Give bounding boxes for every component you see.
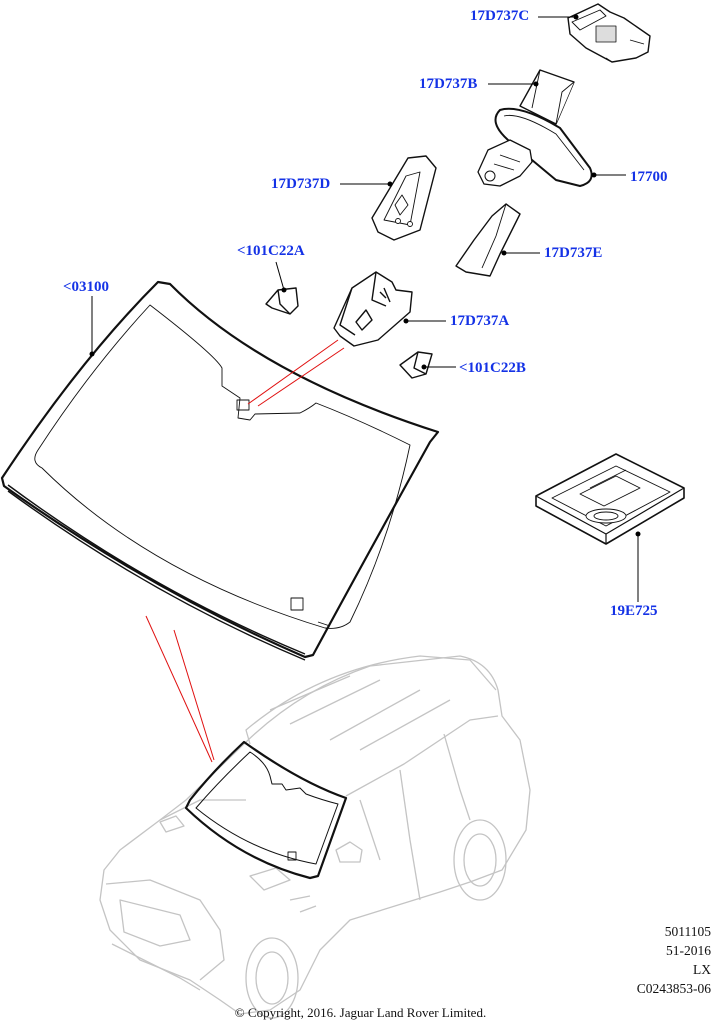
info-illustration-id: C0243853-06 xyxy=(636,981,711,996)
callout-101C22A[interactable]: <101C22A xyxy=(237,243,305,259)
callout-17D737E[interactable]: 17D737E xyxy=(544,245,603,261)
bracket-101C22B[interactable] xyxy=(399,351,433,379)
mirror-mount-17D737A[interactable] xyxy=(333,271,413,347)
callout-19E725[interactable]: 19E725 xyxy=(610,603,658,619)
zoom-lines xyxy=(145,339,345,763)
rear-view-mirror-17700[interactable] xyxy=(477,107,593,187)
vehicle-outline xyxy=(99,655,531,1019)
bracket-101C22A[interactable] xyxy=(265,287,299,315)
callout-17D737D[interactable]: 17D737D xyxy=(271,176,331,192)
info-code: 5011105 xyxy=(664,924,711,939)
info-model: LX xyxy=(693,962,711,977)
leader-lines xyxy=(91,16,639,602)
cover-17D737C[interactable] xyxy=(567,3,651,63)
callout-17D737C[interactable]: 17D737C xyxy=(470,8,530,24)
copyright-notice: © Copyright, 2016. Jaguar Land Rover Lim… xyxy=(234,1005,487,1020)
callout-03100[interactable]: <03100 xyxy=(63,279,110,295)
cover-17D737E[interactable] xyxy=(455,203,521,277)
vehicle-windscreen-highlight xyxy=(184,740,348,880)
repair-kit-19E725[interactable] xyxy=(535,453,685,545)
leader-dots xyxy=(89,14,641,537)
windscreen[interactable] xyxy=(0,280,440,661)
cover-17D737D[interactable] xyxy=(371,155,437,241)
diagram-info-block: 5011105 51-2016 LX C0243853-06 xyxy=(637,922,711,998)
callout-101C22B[interactable]: <101C22B xyxy=(459,360,526,376)
info-date: 51-2016 xyxy=(666,943,711,958)
callout-17700[interactable]: 17700 xyxy=(630,169,668,185)
callout-17D737B[interactable]: 17D737B xyxy=(419,76,478,92)
callout-17D737A[interactable]: 17D737A xyxy=(450,313,510,329)
